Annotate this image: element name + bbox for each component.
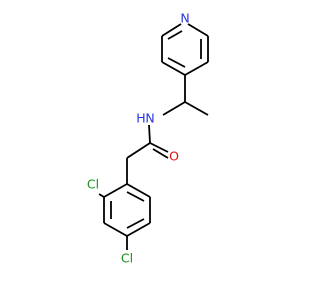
- bond-a3-a4: [103, 222, 128, 237]
- atom-labels: N N H O Cl Cl: [87, 11, 190, 266]
- bond-a6-a1: [126, 183, 151, 198]
- linker: [126, 75, 209, 184]
- para-chlorine-label: Cl: [121, 251, 133, 266]
- carbonyl-oxygen-label: O: [169, 149, 179, 164]
- bond-n-c2: [187, 23, 209, 37]
- bond-carbonyl-ch2: [126, 142, 151, 159]
- molecule-diagram: N N H O Cl Cl: [87, 11, 209, 266]
- bond-nh-carbonyl: [148, 124, 151, 144]
- dichlorophenyl-ring: [98, 183, 151, 250]
- bond-carbonyl-o: [149, 142, 169, 153]
- bond-a6-a1-inner: [126, 191, 145, 202]
- ortho-chlorine-label: Cl: [87, 177, 99, 192]
- amide-nitrogen-label: N: [145, 111, 154, 126]
- bond-c6-n: [161, 23, 182, 37]
- bond-c3-c4: [184, 61, 209, 76]
- bond-a4-a5: [126, 222, 151, 237]
- bond-a2-cl: [98, 193, 105, 198]
- bond-c4-c5-inner: [167, 57, 186, 68]
- pyridine-ring: [161, 23, 209, 76]
- bond-c6-n-inner: [167, 30, 183, 40]
- pyridine-nitrogen-label: N: [180, 11, 189, 26]
- bond-ch-nh: [162, 101, 186, 116]
- bond-carbonyl-o-double: [152, 148, 169, 159]
- amide-hydrogen-label: H: [136, 111, 145, 126]
- bond-a1-a2: [103, 183, 128, 198]
- bond-c4-c5: [161, 61, 186, 76]
- bond-a4-a5-inner: [126, 218, 145, 229]
- bond-ch-methyl: [184, 101, 209, 116]
